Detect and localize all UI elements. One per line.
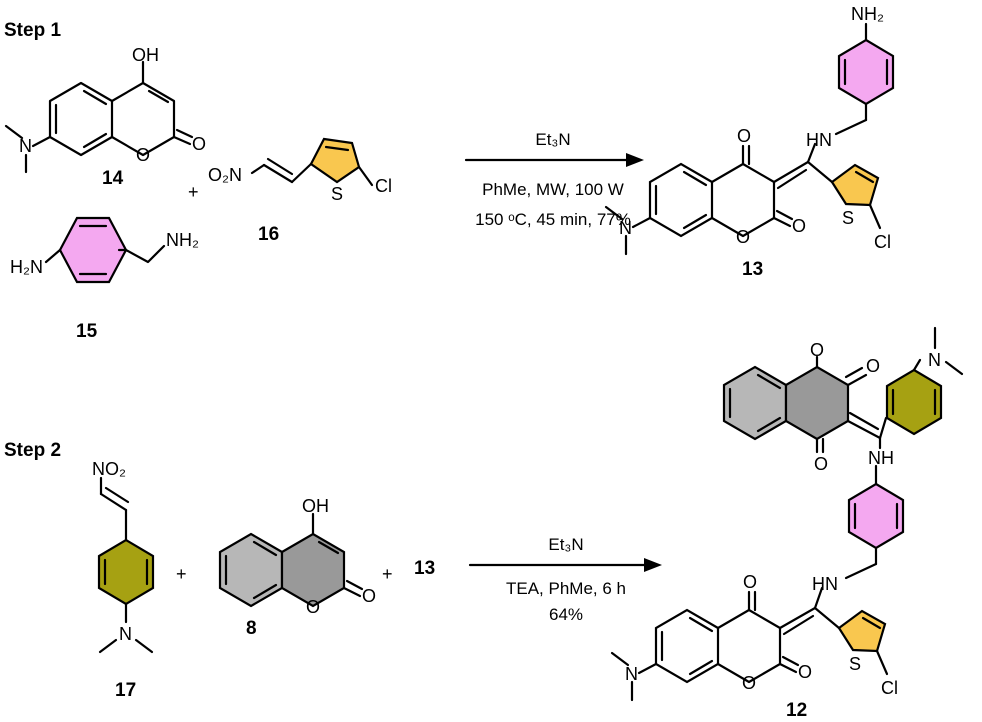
- c12-ring-o-label: O: [742, 673, 756, 693]
- c12-number: 12: [786, 700, 807, 721]
- c13-keto-o-label: O: [737, 126, 751, 146]
- c12-s-label: S: [849, 654, 861, 674]
- c16-cl-label: Cl: [375, 176, 392, 196]
- step2-plus-2: +: [382, 564, 393, 584]
- c12-keto-o-label: O: [743, 572, 757, 592]
- step1-conditions-line2: PhMe, MW, 100 W: [482, 180, 624, 199]
- c13-s-label: S: [842, 208, 854, 228]
- c13-ring-o-label: O: [736, 227, 750, 247]
- step2-title: Step 2: [4, 440, 61, 461]
- c8-carbonyl-o-label: O: [362, 586, 376, 606]
- c13-n-label: N: [619, 218, 632, 238]
- c12-top-ring-o-label: O: [810, 340, 824, 360]
- c14-ring-o-label: O: [136, 145, 150, 165]
- c13-hn-label: HN: [806, 130, 832, 150]
- c13-cl-label: Cl: [874, 232, 891, 252]
- c8-ring-o-label: O: [306, 597, 320, 617]
- c15-number: 15: [76, 321, 98, 342]
- c14-carbonyl-o-label: O: [192, 134, 206, 154]
- c8-oh-label: OH: [302, 496, 329, 516]
- c12-top-carbonyl-o-label: O: [866, 356, 880, 376]
- c16-s-label: S: [331, 184, 343, 204]
- step1-conditions-line3: 150 ᵒC, 45 min, 77%: [475, 210, 631, 229]
- c12-n-top-label: N: [928, 350, 941, 370]
- step1-arrow: [464, 153, 644, 167]
- step1-title: Step 1: [4, 20, 61, 41]
- compound-14: OH O O N 14: [4, 45, 206, 189]
- compound-13: NH₂ HN O O O N S Cl 13: [604, 4, 895, 280]
- c13-reagent-number: 13: [414, 558, 435, 579]
- step1-plus: +: [188, 182, 199, 202]
- c16-no2-label: O₂N: [208, 165, 242, 185]
- step2-conditions-line3: 64%: [549, 605, 583, 624]
- step2-catalyst: Et₃N: [548, 535, 583, 554]
- c15-h2n-label: H₂N: [10, 257, 43, 277]
- c17-number: 17: [115, 680, 136, 701]
- compound-16: O₂N S Cl 16: [208, 137, 392, 245]
- c13-number: 13: [742, 259, 763, 280]
- c8-number: 8: [246, 618, 257, 639]
- c14-n-label: N: [19, 136, 32, 156]
- step1-catalyst: Et₃N: [535, 130, 570, 149]
- compound-12: O O O N NH HN O O O N S Cl 12: [610, 326, 964, 721]
- step2-conditions-line2: TEA, PhMe, 6 h: [506, 579, 626, 598]
- c12-carbonyl-o-label: O: [798, 662, 812, 682]
- c12-top-keto-o-label: O: [814, 454, 828, 474]
- c15-nh2-label: NH₂: [166, 230, 199, 250]
- c12-n-label: N: [625, 664, 638, 684]
- c16-number: 16: [258, 224, 279, 245]
- c12-hn-label: HN: [812, 574, 838, 594]
- compound-15: H₂N NH₂ 15: [10, 216, 199, 342]
- c13-carbonyl-o-label: O: [792, 216, 806, 236]
- step2-arrow: [468, 558, 662, 572]
- c14-oh-label: OH: [132, 45, 159, 65]
- c17-no2-label: NO₂: [92, 459, 126, 479]
- step2-plus-1: +: [176, 564, 187, 584]
- c13-nh2-label: NH₂: [851, 4, 884, 24]
- compound-17: NO₂ N 17: [92, 459, 155, 701]
- c17-n-label: N: [119, 624, 132, 644]
- c12-nh-label: NH: [868, 448, 894, 468]
- c14-number: 14: [102, 168, 124, 189]
- c12-cl-label: Cl: [881, 678, 898, 698]
- compound-8: OH O O 8: [218, 496, 376, 639]
